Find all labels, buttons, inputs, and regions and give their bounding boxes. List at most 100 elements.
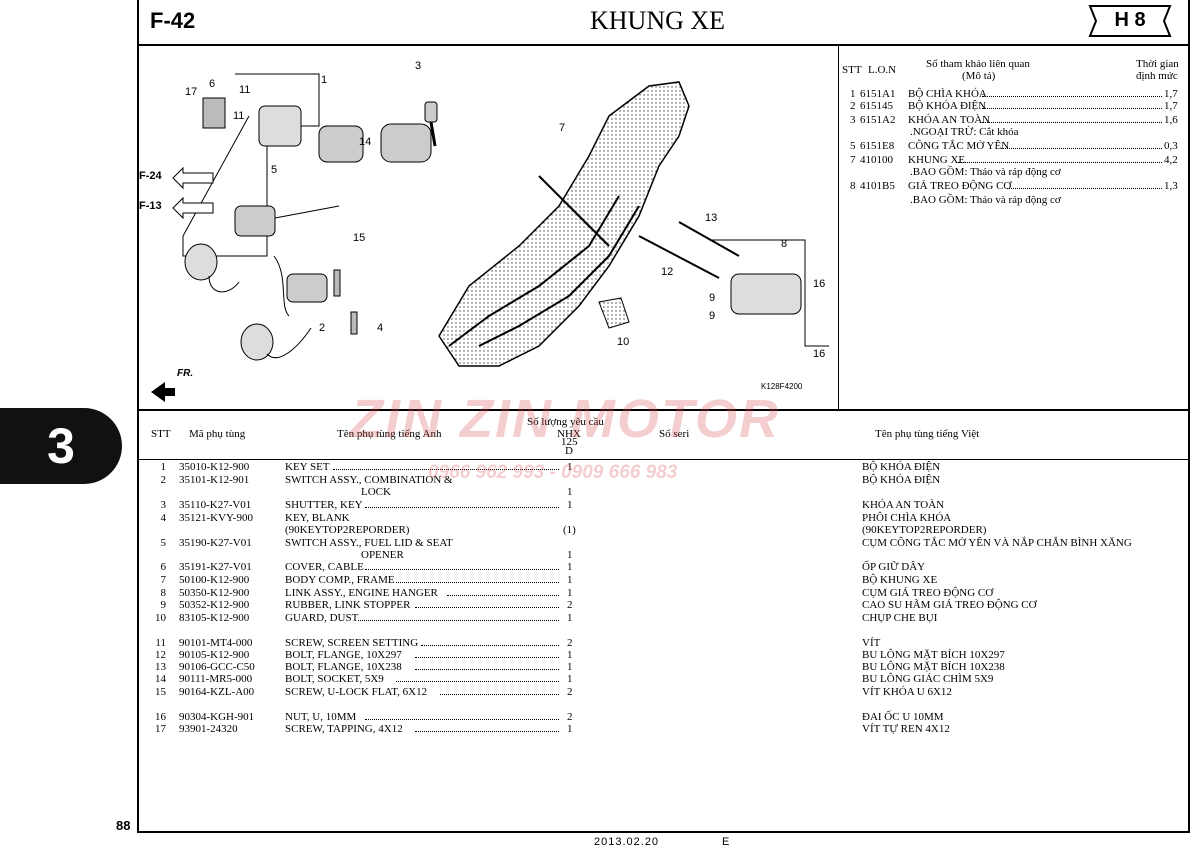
part-row-qty-2: 1	[567, 486, 573, 498]
parts-header-serial: Số seri	[659, 428, 690, 440]
part-row-leader	[440, 694, 559, 695]
parts-header-qty-model: NHX	[557, 428, 581, 440]
diagram-drawing	[151, 73, 829, 402]
part-row-name-vi: VÍT KHÓA U 6X12	[862, 686, 952, 698]
part-row-qty: 1	[567, 661, 573, 673]
part-row-name-en: SCREW, U-LOCK FLAT, 6X12	[285, 686, 428, 698]
labor-header-lon: L.O.N	[868, 64, 897, 76]
part-row-no: 17	[155, 723, 166, 735]
part-row-no: 1	[160, 461, 167, 473]
footer-date: 2013.02.20	[594, 836, 660, 848]
part-row-leader	[364, 507, 559, 508]
part-row-name-en: SCREW, TAPPING, 4X12	[285, 723, 403, 735]
labor-header-time2: định mức	[1136, 70, 1178, 82]
part-row-name-vi: BỘ KHUNG XE	[862, 574, 938, 586]
part-row-name-vi: BỘ KHÓA ĐIỆN	[862, 474, 941, 486]
part-row-name-en: GUARD, DUST	[285, 612, 359, 624]
part-row-name-vi: VÍT	[862, 637, 881, 649]
part-row-leader	[396, 582, 559, 583]
callout-7: 7	[559, 122, 566, 134]
part-row-qty-2: 1	[567, 549, 573, 561]
part-row-no: 16	[155, 711, 166, 723]
part-row-name-en: SHUTTER, KEY	[285, 499, 363, 511]
labor-row-no: 5	[850, 140, 856, 152]
ref-f13: F-13	[139, 200, 162, 212]
labor-row-no: 8	[850, 180, 856, 192]
callout-4: 4	[377, 322, 384, 334]
labor-row-text: CÔNG TẮC MỞ YÊN	[908, 140, 1010, 152]
parts-header-name-vi: Tên phụ tùng tiếng Việt	[875, 428, 980, 440]
part-row-qty: 1	[567, 673, 573, 685]
part-row-qty: 2	[567, 599, 573, 611]
exploded-diagram: 1 2 3 4 5 6 7 8 9 9 10 11 11 12 13 14 15…	[139, 46, 837, 408]
labor-row-text: .NGOẠI TRỪ: Cắt khóa	[910, 126, 1019, 138]
parts-header-qty-sub: 125	[561, 436, 578, 448]
part-row-number: 90101-MT4-000	[179, 637, 253, 649]
callout-2: 2	[319, 322, 326, 334]
labor-row-text: .BAO GỒM: Tháo và ráp động cơ	[910, 166, 1061, 178]
part-row-number: 35101-K12-901	[179, 474, 250, 486]
labor-row-no: 1	[850, 88, 856, 100]
labor-header-ref: Số tham khảo liên quan	[926, 58, 1030, 70]
part-row-name-en: SCREW, SCREEN SETTING	[285, 637, 419, 649]
part-row-qty: 2	[567, 637, 573, 649]
part-row-no: 10	[155, 612, 166, 624]
part-row-number: 93901-24320	[179, 723, 238, 735]
part-row-name-en: BOLT, FLANGE, 10X297	[285, 649, 402, 661]
labor-row-time: 0,3	[1164, 140, 1178, 152]
part-row-number: 90106-GCC-C50	[179, 661, 255, 673]
callout-12: 12	[661, 266, 674, 278]
labor-row-no: 2	[850, 100, 856, 112]
part-row-name-vi: BU LÔNG MẶT BÍCH 10X297	[862, 649, 1005, 661]
section-tab: 3	[0, 408, 122, 484]
part-row-no: 11	[155, 637, 166, 649]
part-row-leader	[396, 681, 559, 682]
labor-row-code: 6151A2	[860, 114, 896, 126]
part-row-number: 35190-K27-V01	[179, 537, 252, 549]
part-row-name-vi-2: (90KEYTOP2REPORDER)	[862, 524, 987, 536]
part-row-leader	[415, 657, 559, 658]
part-row-number: 35191-K27-V01	[179, 561, 252, 573]
part-row-name-vi: PHÔI CHÌA KHÓA	[862, 512, 952, 524]
labor-row-leader	[982, 96, 1162, 97]
page-number: 88	[116, 818, 131, 833]
parts-header-part-no: Mã phụ tùng	[189, 428, 246, 440]
callout-11b: 11	[233, 110, 245, 122]
part-row-no: 15	[155, 686, 166, 698]
parts-header-name-en: Tên phụ tùng tiếng Anh	[337, 428, 442, 440]
labor-row-leader	[982, 122, 1162, 123]
labor-header-desc: (Mô tả)	[962, 70, 996, 82]
part-row-no: 12	[155, 649, 166, 661]
part-row-leader	[364, 719, 559, 720]
part-row-no: 7	[160, 574, 167, 586]
part-row-number: 35010-K12-900	[179, 461, 250, 473]
labor-row-time: 1,7	[1164, 88, 1178, 100]
callout-3: 3	[415, 60, 422, 72]
part-row-name-vi: BU LÔNG MẶT BÍCH 10X238	[862, 661, 1005, 673]
labor-row-text: BỘ KHÓA ĐIỆN	[908, 100, 987, 112]
part-row-qty: 1	[567, 499, 573, 511]
labor-row-code: 410100	[860, 154, 893, 166]
part-row-leader	[446, 595, 559, 596]
page-frame	[137, 0, 1190, 833]
part-row-number: 90304-KGH-901	[179, 711, 255, 723]
labor-row-no: 3	[850, 114, 856, 126]
part-row-qty-2: (1)	[563, 524, 576, 536]
callout-5: 5	[271, 164, 278, 176]
part-row-qty: 1	[567, 723, 573, 735]
callout-14: 14	[359, 136, 372, 148]
part-row-name-en: BODY COMP., FRAME	[285, 574, 395, 586]
labor-row-leader	[1007, 188, 1162, 189]
part-row-leader	[415, 669, 559, 670]
part-row-qty: 1	[567, 612, 573, 624]
part-row-name-vi: VÍT TỰ REN 4X12	[862, 723, 950, 735]
part-row-no: 6	[160, 561, 167, 573]
callout-8: 8	[781, 238, 788, 250]
part-row-number: 90105-K12-900	[179, 649, 250, 661]
parts-header-qty: Số lượng yêu cầu	[527, 416, 604, 428]
callout-11a: 11	[239, 84, 251, 96]
labor-row-time: 1,3	[1164, 180, 1178, 192]
part-row-number: 50100-K12-900	[179, 574, 250, 586]
labor-row-text: KHÓA AN TOÀN	[908, 114, 991, 126]
